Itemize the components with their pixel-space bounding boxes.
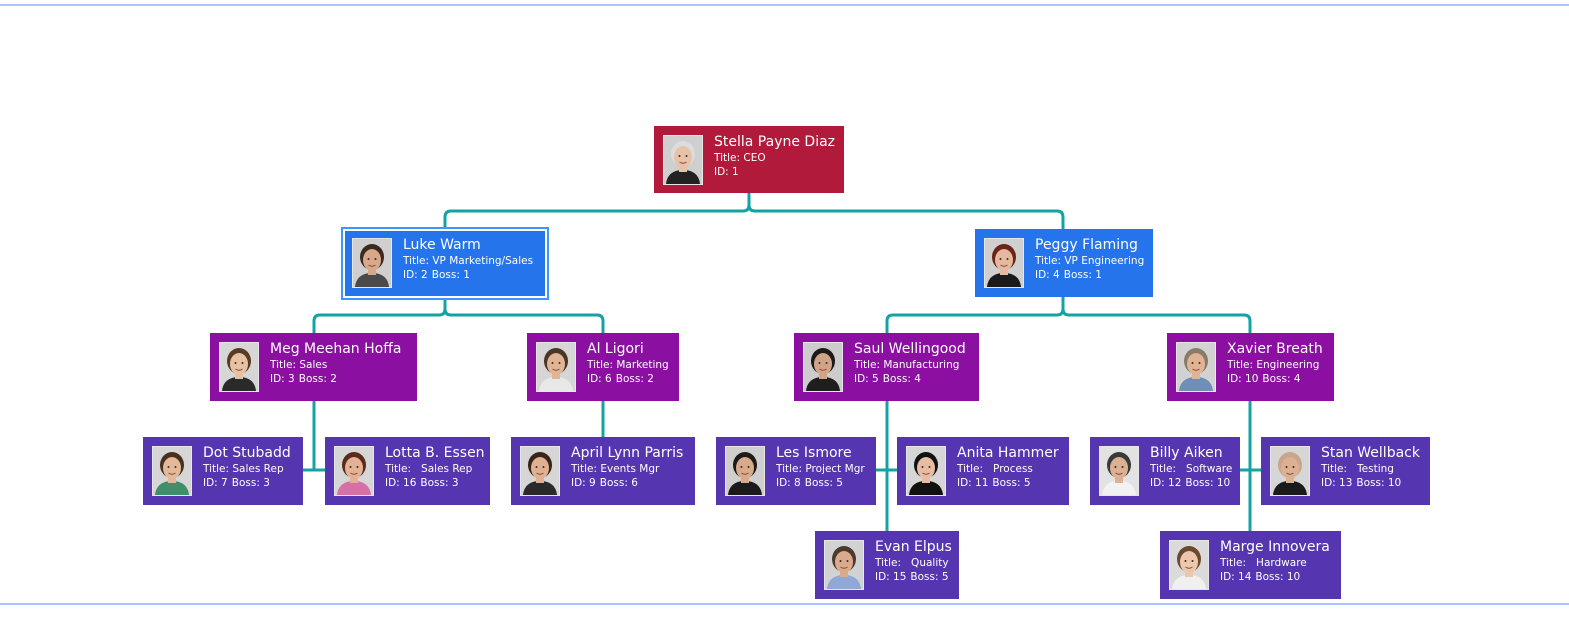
- employee-name: Stella Payne Diaz: [714, 134, 836, 150]
- employee-photo: [334, 446, 374, 496]
- employee-name: Evan Elpus: [875, 539, 952, 555]
- employee-title: Title: VP Marketing/Sales: [403, 255, 534, 267]
- employee-title: Title: Sales Rep: [203, 463, 284, 475]
- employee-name: Anita Hammer: [957, 445, 1059, 461]
- employee-photo: [152, 446, 192, 496]
- employee-photo: [536, 342, 576, 392]
- org-node-peggy-flaming[interactable]: Peggy Flaming Title: VP Engineering ID: …: [975, 229, 1153, 297]
- employee-name: Xavier Breath: [1227, 341, 1323, 357]
- employee-photo: [520, 446, 560, 496]
- employee-photo: [1176, 342, 1216, 392]
- employee-photo: [906, 446, 946, 496]
- link-xavier-to-reports: [1238, 399, 1263, 533]
- employee-photo: [352, 238, 392, 288]
- link-vp2-to-managers: [312, 296, 605, 335]
- link-meg-to-reports: [301, 399, 327, 472]
- employee-photo: [663, 135, 703, 185]
- employee-title: Title: Events Mgr: [571, 463, 660, 475]
- employee-photo: [219, 342, 259, 392]
- employee-title: Title: Process: [957, 463, 1033, 475]
- employee-name: Luke Warm: [403, 237, 481, 253]
- employee-name: April Lynn Parris: [571, 445, 684, 461]
- employee-photo: [1169, 540, 1209, 590]
- employee-title: Title: Sales: [270, 359, 328, 371]
- employee-name: Billy Aiken: [1150, 445, 1223, 461]
- org-node-luke-warm[interactable]: Luke Warm Title: VP Marketing/Sales ID: …: [341, 227, 549, 300]
- link-ceo-to-vps: [443, 191, 1065, 231]
- employee-title: Title: Quality: [875, 557, 949, 569]
- employee-name: Les Ismore: [776, 445, 852, 461]
- employee-photo: [725, 446, 765, 496]
- employee-title: Title: Hardware: [1220, 557, 1307, 569]
- employee-title: Title: Marketing: [587, 359, 669, 371]
- employee-id: ID: 1: [714, 166, 739, 178]
- employee-name: Saul Wellingood: [854, 341, 966, 357]
- org-node-saul-wellingood[interactable]: Saul Wellingood Title: Manufacturing ID:…: [794, 333, 979, 401]
- employee-name: Meg Meehan Hoffa: [270, 341, 402, 357]
- employee-photo: [803, 342, 843, 392]
- employee-photo: [1270, 446, 1310, 496]
- employee-name: Peggy Flaming: [1035, 237, 1138, 253]
- link-vp4-to-managers: [885, 295, 1252, 335]
- employee-title: Title: VP Engineering: [1035, 255, 1145, 267]
- employee-name: Stan Wellback: [1321, 445, 1420, 461]
- employee-title: Title: Manufacturing: [854, 359, 960, 371]
- employee-title: Title: Testing: [1321, 463, 1394, 475]
- employee-name: Marge Innovera: [1220, 539, 1330, 555]
- employee-title: Title: Project Mgr: [776, 463, 865, 475]
- employee-title: Title: Engineering: [1227, 359, 1320, 371]
- employee-name: Al Ligori: [587, 341, 644, 357]
- employee-title: Title: CEO: [714, 152, 766, 164]
- employee-photo: [824, 540, 864, 590]
- canvas-bottom-border: [0, 603, 1569, 605]
- employee-name: Lotta B. Essen: [385, 445, 485, 461]
- employee-photo: [1099, 446, 1139, 496]
- org-node-stella-payne-diaz[interactable]: Stella Payne Diaz Title: CEO ID: 1: [654, 126, 844, 193]
- employee-title: Title: Software: [1150, 463, 1233, 475]
- employee-name: Dot Stubadd: [203, 445, 291, 461]
- link-saul-to-reports: [874, 399, 899, 533]
- employee-photo: [984, 238, 1024, 288]
- employee-title: Title: Sales Rep: [385, 463, 473, 475]
- org-node-april-lynn-parris[interactable]: April Lynn Parris Title: Events Mgr ID: …: [511, 437, 695, 505]
- canvas-top-border: [0, 4, 1569, 6]
